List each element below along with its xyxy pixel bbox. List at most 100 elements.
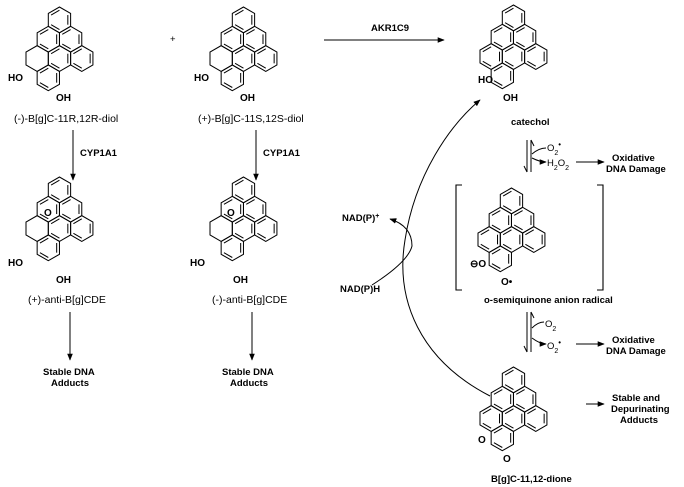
catechol-ring-5-double-bond xyxy=(527,60,537,67)
cde-plus-ring-4-double-bond xyxy=(50,218,60,225)
catechol-ring-2-double-bond xyxy=(493,27,503,33)
diol-s-label: (+)-B[g]C-11S,12S-diol xyxy=(198,113,304,125)
diol-s-ring-6-double-bond xyxy=(223,67,233,74)
o2-top-dot: • xyxy=(558,140,561,149)
catechol-ring-6-double-bond xyxy=(493,80,503,86)
diol-s-ring-5-double-bond xyxy=(257,48,267,55)
cde-plus-ring-4-double-bond xyxy=(50,232,60,239)
cde-plus-ring-6-double-bond xyxy=(39,252,49,258)
dione-ring-6-double-bond xyxy=(493,427,503,434)
cde-plus-ring-4 xyxy=(47,215,72,242)
dione-ring-7 xyxy=(479,405,503,432)
radical-ring-6 xyxy=(488,245,512,273)
diol-r-ring-5-double-bond xyxy=(73,48,83,55)
cde-plus-ring-6-double-bond xyxy=(39,237,49,244)
dione-ring-6-double-bond xyxy=(493,442,503,448)
dione-ring-5 xyxy=(524,405,548,432)
radical-ring-6-double-bond xyxy=(491,248,501,255)
radical-ring-4 xyxy=(499,226,524,253)
diol-r-ring-2 xyxy=(36,25,60,53)
equilibrium-top-hook-up xyxy=(530,139,535,147)
diol-s-ring-1 xyxy=(231,6,256,34)
dione-label: B[g]C-11,12-dione xyxy=(491,474,572,485)
radical-o-dot: O• xyxy=(501,277,513,288)
diol-r-ring-1-double-bond xyxy=(50,24,60,30)
cde-plus-ring-3-double-bond xyxy=(61,213,71,220)
diol-r-ring-3-double-bond xyxy=(61,29,71,35)
diol-s-ring-5 xyxy=(254,45,278,72)
diol-r-ring-2-double-bond xyxy=(39,43,49,50)
dione-ring-7-double-bond xyxy=(482,408,492,415)
catechol-ring-7 xyxy=(479,43,503,70)
diol-r-label: (-)-B[g]C-11R,12R-diol xyxy=(14,113,118,125)
o2-label: O2 xyxy=(545,319,556,333)
o2-top-sub: 2 xyxy=(554,150,558,157)
equilibrium-top-hook-down xyxy=(523,165,528,173)
diol-r-oh: OH xyxy=(56,93,71,104)
akr-enzyme-label: AKR1C9 xyxy=(371,23,409,34)
catechol-ho: HO xyxy=(478,75,493,86)
adducts-left-line2: Adducts xyxy=(51,378,89,389)
diol-s-ring-3-double-bond xyxy=(245,43,255,50)
dione-ring-1 xyxy=(501,366,526,394)
diol-s-ho: HO xyxy=(194,73,209,84)
cde-minus-ring-7 xyxy=(209,215,233,242)
nadp-plus-sup: + xyxy=(375,213,379,220)
dione-ring-5-double-bond xyxy=(527,422,537,429)
cde-minus-ring-3-double-bond xyxy=(245,213,255,220)
radical-ring-1-double-bond xyxy=(502,205,512,211)
diol-s-ring-7 xyxy=(209,45,233,72)
catechol-ring-5 xyxy=(524,43,548,70)
o2-radical-top-label: O2• xyxy=(547,140,561,157)
plus-sign: + xyxy=(170,34,176,45)
diol-r-ho: HO xyxy=(8,73,23,84)
o2-top-curve xyxy=(531,147,547,155)
diol-r-ring-2-double-bond xyxy=(39,29,49,35)
o2-radical-bottom-curve xyxy=(531,337,547,347)
diol-s-structure xyxy=(209,6,278,92)
catechol-ring-6-double-bond xyxy=(493,65,503,72)
o2-bottom-curve xyxy=(531,321,545,329)
dione-o1: O xyxy=(478,435,486,446)
cde-plus-ring-7 xyxy=(25,215,49,242)
bracket-left xyxy=(455,184,462,291)
cde-minus-epoxide-o: O xyxy=(227,208,235,219)
cde-plus-ring-2-double-bond xyxy=(39,213,49,220)
dione-ring-2-double-bond xyxy=(493,403,503,410)
oxidative-2-line1: Oxidative xyxy=(612,335,655,346)
diol-s-ring-2 xyxy=(220,25,244,53)
radical-ring-2-double-bond xyxy=(491,210,501,216)
catechol-ring-1 xyxy=(501,4,526,32)
diol-r-ring-3 xyxy=(58,25,83,53)
diol-s-ring-4-double-bond xyxy=(234,62,244,69)
dione-ring-3-double-bond xyxy=(515,389,525,395)
cde-minus-ring-4-double-bond xyxy=(234,218,244,225)
radical-ring-2-double-bond xyxy=(491,224,501,231)
cde-minus-ring-2-double-bond xyxy=(223,213,233,220)
radical-ring-5 xyxy=(522,226,546,253)
radical-ring-1-double-bond xyxy=(502,190,512,197)
depurinating-line1: Stable and xyxy=(612,393,660,404)
diol-r-ring-1-double-bond xyxy=(50,9,60,16)
oxidative-1-line2: DNA Damage xyxy=(606,164,666,175)
dione-ring-7-double-bond xyxy=(482,422,492,429)
diol-r-ring-5-double-bond xyxy=(73,62,83,69)
dione-ring-1-double-bond xyxy=(504,369,514,376)
dione-structure xyxy=(479,366,548,452)
radical-ring-7 xyxy=(477,226,501,253)
cde-plus-ring-1-double-bond xyxy=(50,179,60,186)
diol-s-ring-4-double-bond xyxy=(234,48,244,55)
cde-plus-ring-5-double-bond xyxy=(73,232,83,239)
cde-minus-ring-1-double-bond xyxy=(234,179,244,186)
equilibrium-bottom-hook-up xyxy=(530,311,535,319)
cde-plus-epoxide-o: O xyxy=(44,208,52,219)
cde-minus-ring-5 xyxy=(254,215,278,242)
radical-structure xyxy=(477,187,546,273)
cde-plus-label: (+)-anti-B[g]CDE xyxy=(28,294,106,306)
cde-plus-structure xyxy=(25,176,94,262)
depurinating-line2: Depurinating xyxy=(611,404,670,415)
radical-ring-4-double-bond xyxy=(502,229,512,236)
cde-plus-ring-3 xyxy=(58,195,83,223)
diol-r-ring-5 xyxy=(70,45,94,72)
